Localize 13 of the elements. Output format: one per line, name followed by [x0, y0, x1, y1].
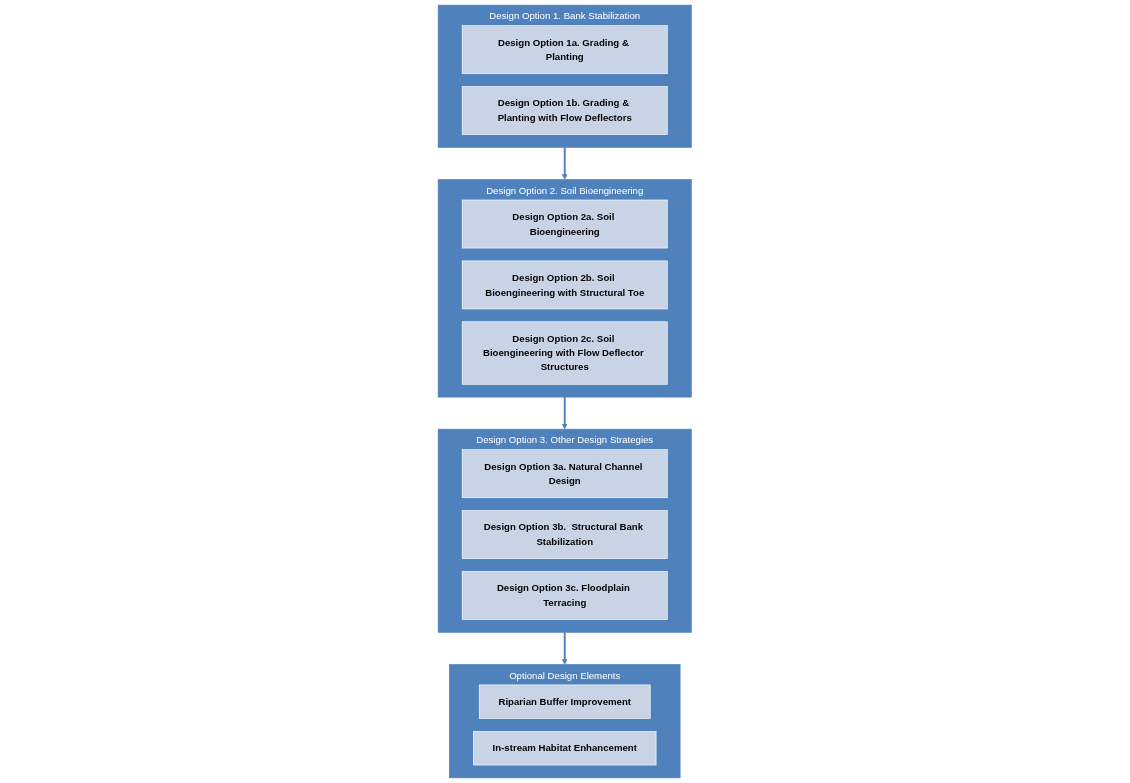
node-box: Design Option 3b. Structural Bank Stabilization	[462, 510, 668, 559]
node-box: In-stream Habitat Enhancement	[473, 731, 657, 766]
arrow	[562, 631, 568, 665]
node-box: Design Option 3a. Natural Channel Design	[462, 449, 668, 499]
node-box: Design Option 2c. Soil Bioengineering with Flow Deflector Structures	[462, 321, 668, 385]
node-box: Design Option 1a. Grading & Planting	[462, 25, 668, 75]
node-box: Design Option 3c. Floodplain Terracing	[462, 571, 668, 620]
node-box: Design Option 2a. Soil Bioengineering	[462, 199, 668, 249]
arrow	[562, 396, 568, 430]
node-box: Design Option 1b. Grading & Planting with Flow Deflectors	[462, 86, 668, 135]
node-box: Design Option 2b. Soil Bioengineering with Structural Toe	[462, 260, 668, 310]
arrow	[562, 146, 568, 180]
node-box: Riparian Buffer Improvement	[479, 684, 651, 719]
